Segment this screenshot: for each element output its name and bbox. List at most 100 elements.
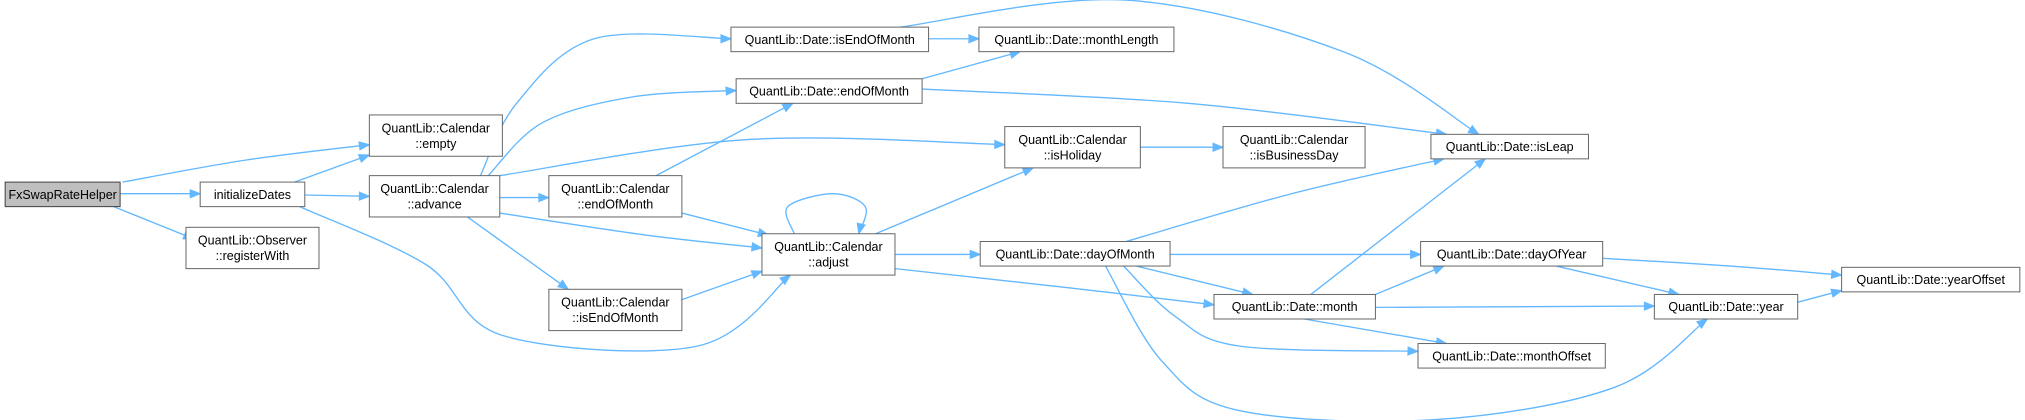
node-label: QuantLib::Calendar — [1018, 133, 1126, 147]
edge-line — [1136, 265, 1253, 296]
node-is-leap[interactable]: QuantLib::Date::isLeap — [1430, 133, 1589, 160]
edge-dayOfMonth-to-month — [1136, 265, 1255, 297]
node-label: QuantLib::Calendar — [1240, 133, 1348, 147]
arrowhead-icon — [750, 270, 764, 280]
node-box — [199, 181, 306, 208]
node-label: QuantLib::Date::isLeap — [1446, 140, 1574, 154]
edge-calAdjust-to-calIsHoliday — [875, 167, 1035, 235]
node-initialize-dates[interactable]: initializeDates — [199, 181, 306, 208]
node-box — [1417, 343, 1606, 369]
arrowhead-icon — [720, 34, 733, 44]
arrowhead-icon — [1696, 318, 1709, 330]
node-box — [1222, 126, 1366, 169]
edge-line — [122, 143, 370, 183]
node-label: QuantLib::Calendar — [382, 121, 490, 135]
arrowhead-icon — [856, 222, 866, 236]
node-cal-is-holiday[interactable]: QuantLib::Calendar::isHoliday — [1004, 126, 1141, 169]
edge-line — [1375, 265, 1445, 296]
edge-line — [875, 167, 1034, 235]
edges-layer — [113, 0, 1843, 420]
arrowhead-icon — [1830, 288, 1843, 298]
edge-calAdjust-to-calAdjust — [785, 193, 867, 236]
edge-calAdvance-to-isEndOfMonth — [479, 33, 733, 176]
edge-line — [1123, 265, 1419, 352]
node-day-of-month[interactable]: QuantLib::Date::dayOfMonth — [979, 241, 1171, 267]
arrowhead-icon — [1212, 142, 1225, 152]
node-month-length[interactable]: QuantLib::Date::monthLength — [978, 26, 1175, 53]
node-label: QuantLib::Date::monthOffset — [1432, 349, 1591, 363]
node-box — [548, 288, 683, 332]
edge-month-to-dayOfYear — [1375, 265, 1446, 296]
node-label: ::advance — [407, 198, 461, 212]
edge-line — [1304, 318, 1447, 345]
edge-dayOfMonth-to-year — [1104, 265, 1709, 420]
edge-line — [299, 206, 791, 352]
node-box — [368, 175, 501, 218]
node-root[interactable]: FxSwapRateHelper — [4, 181, 121, 208]
node-label: QuantLib::Date::isEndOfMonth — [745, 33, 915, 47]
arrowhead-icon — [1830, 269, 1843, 279]
arrowhead-icon — [1432, 265, 1446, 275]
edge-calAdvance-to-dEndOfMonth — [487, 86, 738, 177]
node-cal-is-end-of-month[interactable]: QuantLib::Calendar::isEndOfMonth — [548, 288, 683, 332]
node-box — [4, 181, 121, 208]
arrowhead-icon — [1410, 249, 1422, 260]
edge-initializeDates-to-calAdjust — [299, 206, 792, 352]
arrowhead-icon — [750, 242, 764, 252]
arrowhead-icon — [781, 102, 795, 113]
edge-dayOfYear-to-year — [1556, 265, 1681, 297]
edge-isEndOfMonth-to-isLeap — [900, 0, 1480, 136]
node-box — [1653, 293, 1799, 320]
node-cal-advance[interactable]: QuantLib::Calendar::advance — [368, 175, 501, 218]
edge-initializeDates-to-calAdvance — [304, 191, 371, 201]
edge-month-to-year — [1375, 301, 1656, 311]
edge-calIsEndOfMonth-to-calAdjust — [681, 270, 764, 301]
node-box — [1420, 241, 1604, 267]
edge-line — [487, 89, 737, 177]
node-cal-empty[interactable]: QuantLib::Calendar::empty — [368, 114, 503, 157]
edge-line — [499, 212, 763, 249]
edge-initializeDates-to-calEmpty — [294, 154, 371, 183]
edge-calAdvance-to-calIsEndOfMonth — [467, 216, 570, 291]
edge-calAdjust-to-month — [894, 267, 1216, 309]
node-is-end-of-month[interactable]: QuantLib::Date::isEndOfMonth — [730, 26, 930, 53]
edge-line — [1310, 158, 1486, 295]
edge-line — [921, 51, 1021, 80]
edge-calEndOfMonth-to-calAdjust — [681, 212, 770, 238]
edge-line — [499, 137, 1005, 177]
node-day-of-year[interactable]: QuantLib::Date::dayOfYear — [1420, 241, 1604, 267]
node-box — [1213, 293, 1376, 320]
edge-line — [113, 206, 194, 240]
edge-calAdvance-to-calIsHoliday — [499, 137, 1007, 177]
node-cal-adjust[interactable]: QuantLib::Calendar::adjust — [761, 233, 896, 276]
edge-month-to-isLeap — [1310, 158, 1487, 295]
edge-year-to-yearOffset — [1797, 288, 1843, 303]
node-box — [978, 26, 1175, 53]
arrowhead-icon — [538, 192, 551, 203]
edge-line — [1556, 265, 1680, 296]
node-d-end-of-month[interactable]: QuantLib::Date::endOfMonth — [735, 78, 923, 104]
node-year[interactable]: QuantLib::Date::year — [1653, 293, 1799, 320]
node-year-offset[interactable]: QuantLib::Date::yearOffset — [1841, 266, 2021, 293]
edge-line — [894, 267, 1215, 306]
node-label: QuantLib::Calendar — [561, 182, 669, 196]
edge-calIsHoliday-to-calIsBusinessDay — [1140, 142, 1225, 152]
edge-line — [1602, 257, 1842, 276]
node-month-offset[interactable]: QuantLib::Date::monthOffset — [1417, 343, 1606, 369]
edge-calEndOfMonth-to-dEndOfMonth — [655, 102, 795, 177]
edge-line — [922, 88, 1447, 135]
node-month[interactable]: QuantLib::Date::month — [1213, 293, 1376, 320]
node-cal-end-of-month[interactable]: QuantLib::Calendar::endOfMonth — [548, 175, 683, 218]
arrowhead-icon — [189, 188, 202, 199]
node-register-with[interactable]: QuantLib::Observer::registerWith — [185, 226, 320, 270]
node-label: ::empty — [415, 137, 457, 151]
arrowhead-icon — [358, 141, 371, 151]
node-label: ::isEndOfMonth — [572, 311, 658, 325]
node-box — [979, 241, 1171, 267]
arrowhead-icon — [1202, 298, 1216, 309]
edge-line — [304, 194, 370, 197]
node-cal-is-business-day[interactable]: QuantLib::Calendar::isBusinessDay — [1222, 126, 1366, 169]
arrowhead-icon — [358, 191, 371, 201]
arrowhead-icon — [1473, 158, 1487, 170]
